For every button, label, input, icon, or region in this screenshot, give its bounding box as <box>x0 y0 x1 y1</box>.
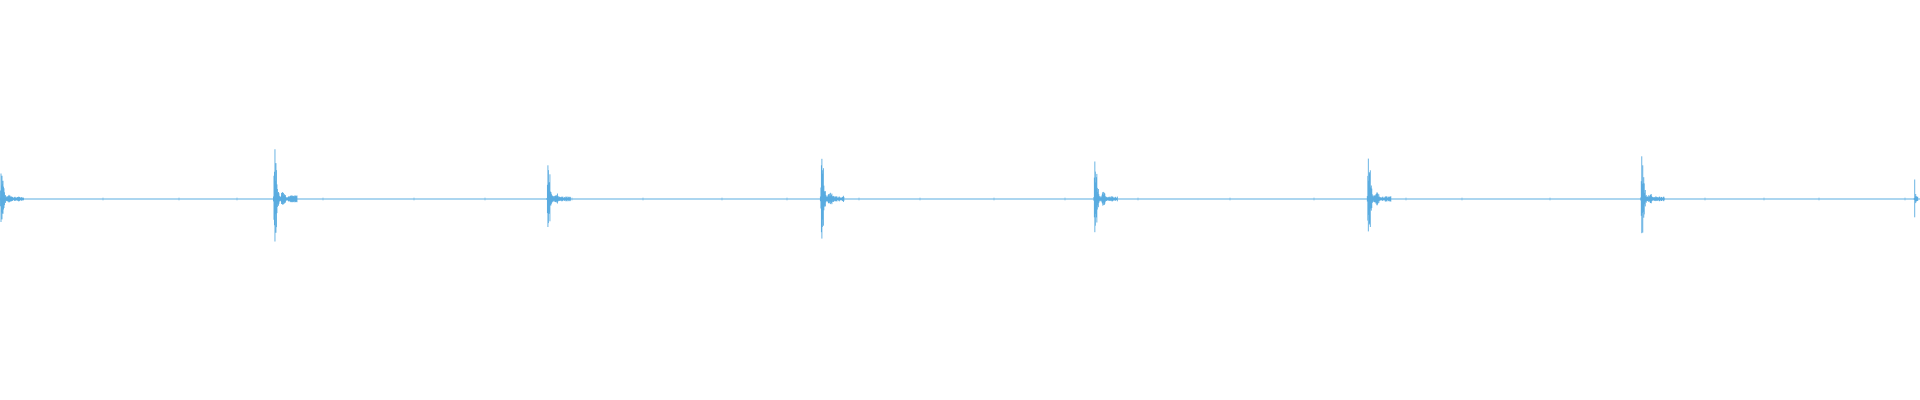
waveform-bursts <box>0 149 1919 242</box>
waveform-burst <box>1093 161 1118 233</box>
waveform-burst <box>273 149 298 242</box>
waveform-burst <box>1366 158 1392 232</box>
waveform-burst <box>1913 179 1919 218</box>
waveform-burst <box>819 158 845 239</box>
waveform-burst <box>0 173 24 222</box>
waveform-burst <box>546 165 571 227</box>
waveform-burst <box>1640 156 1665 234</box>
